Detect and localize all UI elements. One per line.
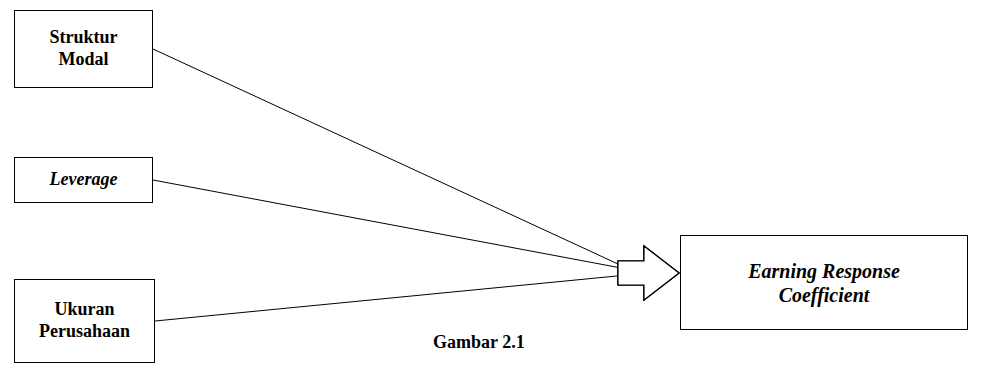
concept-box: Earning Response Coefficient (680, 235, 968, 330)
box-label: Ukuran Perusahaan (22, 299, 147, 342)
connector (153, 49, 679, 300)
concept-box: Leverage (14, 157, 153, 203)
concept-box: Ukuran Perusahaan (14, 279, 155, 363)
box-label: Earning Response Coefficient (724, 259, 924, 307)
connector (153, 180, 679, 300)
figure-caption: Gambar 2.1 (433, 332, 525, 353)
box-label: Leverage (50, 169, 118, 191)
concept-box: Struktur Modal (14, 10, 153, 88)
connector (155, 246, 679, 321)
box-label: Struktur Modal (24, 27, 144, 70)
